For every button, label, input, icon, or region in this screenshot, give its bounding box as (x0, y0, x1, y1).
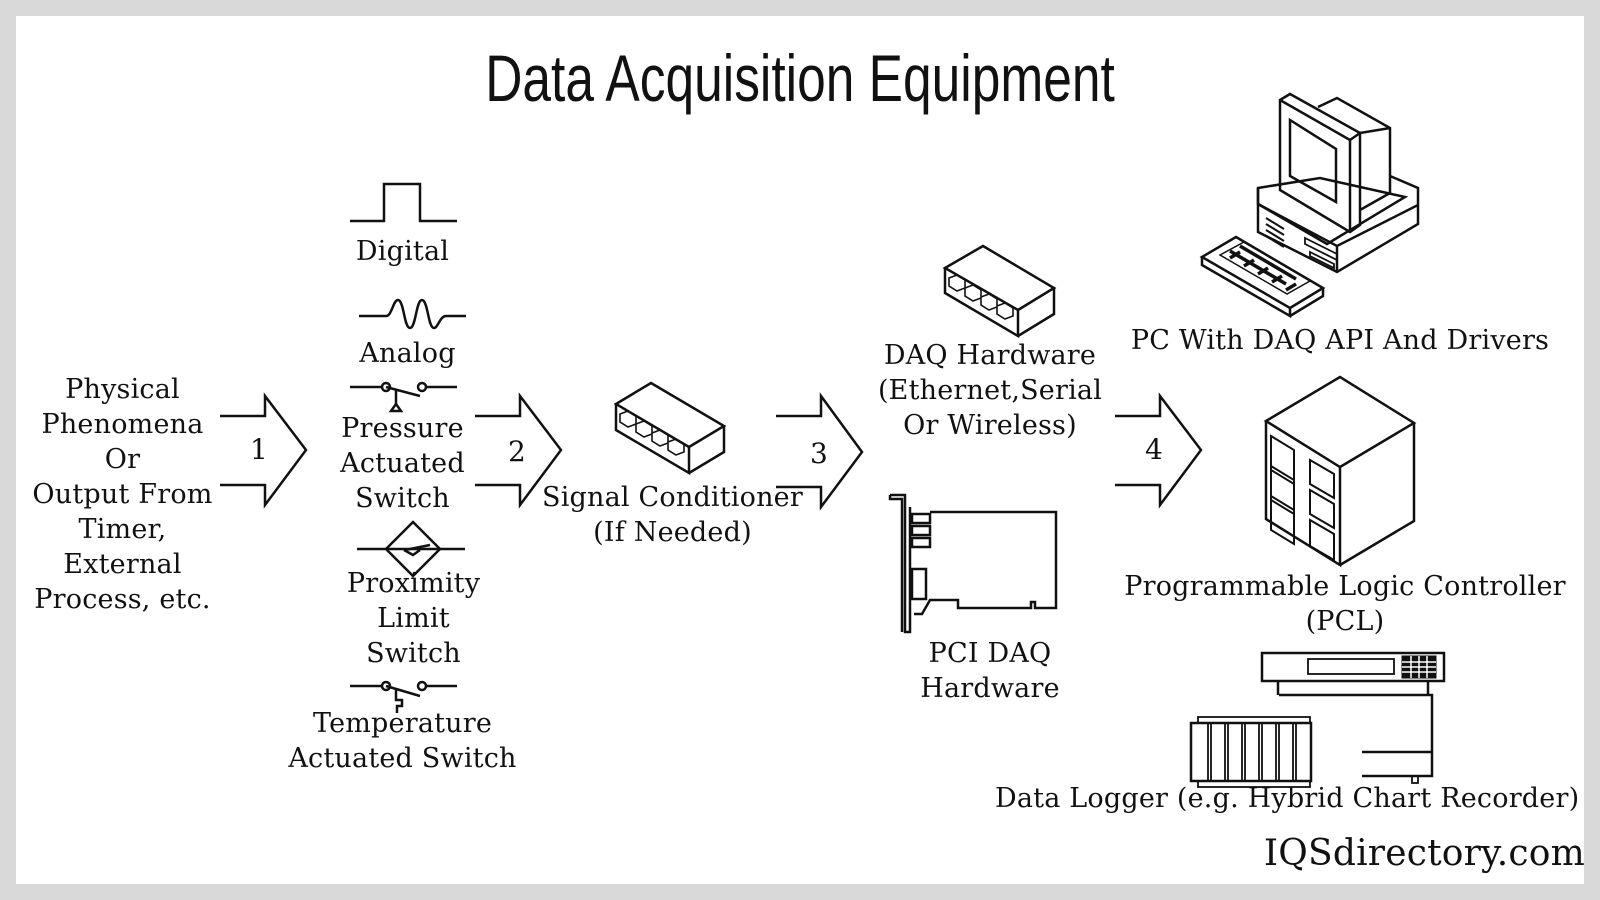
plc-icon (1263, 375, 1417, 568)
step-number-1: 1 (250, 433, 269, 466)
analog-signal-icon (359, 298, 466, 330)
flow-arrow-1 (220, 392, 308, 509)
temperature-switch-icon (350, 680, 457, 713)
step-number-4: 4 (1145, 433, 1164, 466)
diagram-canvas (16, 16, 1584, 884)
pressure-switch-icon (350, 381, 457, 413)
label-line: PCI DAQ (928, 638, 1052, 669)
label-line: Switch (366, 638, 461, 669)
label-line: Programmable Logic Controller (1124, 571, 1566, 602)
daq-hardware-label: DAQ Hardware (Ethernet,Serial Or Wireles… (875, 338, 1105, 443)
data-logger-icon (1189, 651, 1446, 788)
label-line: Temperature (312, 708, 493, 739)
pci-daq-label: PCI DAQ Hardware (900, 636, 1080, 706)
flow-arrow-3 (776, 392, 864, 511)
source-line: Process, etc. (34, 584, 211, 615)
pressure-switch-label: Pressure Actuated Switch (300, 411, 505, 516)
analog-label: Analog (359, 338, 456, 369)
source-line: Timer, (78, 514, 167, 545)
label-line: Or Wireless) (903, 410, 1077, 441)
source-line: Phenomena (41, 409, 204, 440)
label-line: Actuated Switch (288, 743, 517, 774)
label-line: Pressure (341, 413, 464, 444)
proximity-switch-icon (357, 520, 465, 578)
source-label: Physical Phenomena Or Output From Timer,… (20, 372, 225, 617)
flow-arrow-2 (475, 392, 563, 509)
label-line: Signal Conditioner (542, 482, 803, 513)
label-line: Limit (377, 603, 450, 634)
signal-conditioner-icon (613, 381, 727, 476)
plc-label: Programmable Logic Controller (PCL) (1115, 569, 1575, 639)
digital-label: Digital (355, 236, 450, 267)
pci-card-icon (888, 493, 1058, 634)
daq-hardware-icon (942, 244, 1057, 339)
step-number-3: 3 (810, 437, 829, 470)
label-line: Hardware (920, 673, 1060, 704)
label-line: (Ethernet,Serial (877, 375, 1103, 406)
flow-arrow-4 (1115, 392, 1203, 509)
label-line: Switch (355, 483, 450, 514)
data-logger-label: Data Logger (e.g. Hybrid Chart Recorder) (995, 783, 1580, 814)
signal-conditioner-label: Signal Conditioner (If Needed) (535, 480, 810, 550)
step-number-2: 2 (508, 435, 527, 468)
digital-signal-icon (350, 182, 457, 223)
label-line: (PCL) (1305, 606, 1385, 637)
label-line: Proximity (346, 568, 481, 599)
pc-label: PC With DAQ API And Drivers (1130, 325, 1550, 356)
pc-computer-icon (1199, 92, 1420, 319)
source-line: Or (104, 444, 141, 475)
temperature-switch-label: Temperature Actuated Switch (280, 706, 525, 776)
proximity-switch-label: Proximity Limit Switch (311, 566, 516, 671)
source-line: Output From (32, 479, 213, 510)
source-line: External (63, 549, 182, 580)
label-line: DAQ Hardware (883, 340, 1097, 371)
label-line: Actuated (340, 448, 465, 479)
label-line: (If Needed) (593, 517, 752, 548)
brand-watermark: IQSdirectory.com (1263, 833, 1585, 874)
source-line: Physical (65, 374, 180, 405)
page-title: Data Acquisition Equipment (485, 41, 1115, 115)
